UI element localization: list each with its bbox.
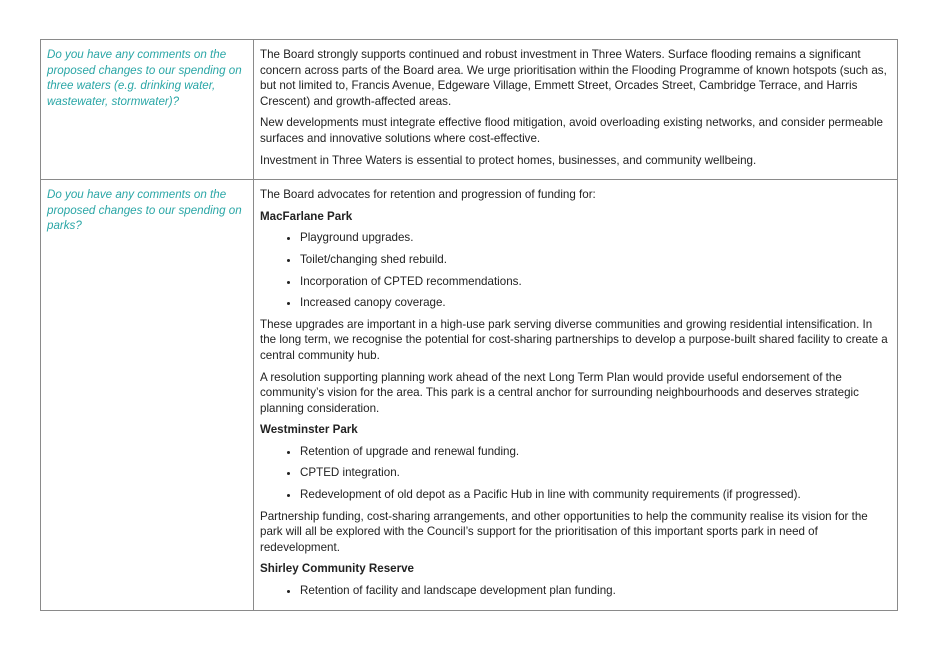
list-item: Toilet/changing shed rebuild. xyxy=(300,252,891,268)
list-item: Increased canopy coverage. xyxy=(300,295,891,311)
bullet-list: Retention of facility and landscape deve… xyxy=(260,583,891,599)
question-cell: Do you have any comments on the proposed… xyxy=(40,179,254,612)
section-heading: Westminster Park xyxy=(260,423,358,437)
paragraph: A resolution supporting planning work ah… xyxy=(260,370,859,415)
list-item: Redevelopment of old depot as a Pacific … xyxy=(300,487,891,503)
paragraph: These upgrades are important in a high-u… xyxy=(260,317,888,362)
section-heading: MacFarlane Park xyxy=(260,209,353,223)
list-item: Incorporation of CPTED recommendations. xyxy=(300,274,891,290)
paragraph: New developments must integrate effectiv… xyxy=(260,116,883,145)
table-row-parks: Do you have any comments on the proposed… xyxy=(40,179,898,612)
list-item: Retention of facility and landscape deve… xyxy=(300,583,891,599)
submission-table: Do you have any comments on the proposed… xyxy=(40,38,898,612)
bullet-list: Retention of upgrade and renewal funding… xyxy=(260,444,891,503)
paragraph: The Board strongly supports continued an… xyxy=(260,48,887,108)
question-cell: Do you have any comments on the proposed… xyxy=(40,38,254,181)
paragraph: The Board advocates for retention and pr… xyxy=(260,188,596,202)
answer-cell: The Board strongly supports continued an… xyxy=(253,38,898,181)
list-item: Retention of upgrade and renewal funding… xyxy=(300,444,891,460)
list-item: CPTED integration. xyxy=(300,465,891,481)
table-row-three-waters: Do you have any comments on the proposed… xyxy=(40,38,898,181)
bullet-list: Playground upgrades. Toilet/changing she… xyxy=(260,230,891,310)
paragraph: Partnership funding, cost-sharing arrang… xyxy=(260,509,868,554)
paragraph: Investment in Three Waters is essential … xyxy=(260,153,757,167)
section-heading: Shirley Community Reserve xyxy=(260,562,414,576)
answer-cell: The Board advocates for retention and pr… xyxy=(253,179,898,612)
list-item: Playground upgrades. xyxy=(300,230,891,246)
